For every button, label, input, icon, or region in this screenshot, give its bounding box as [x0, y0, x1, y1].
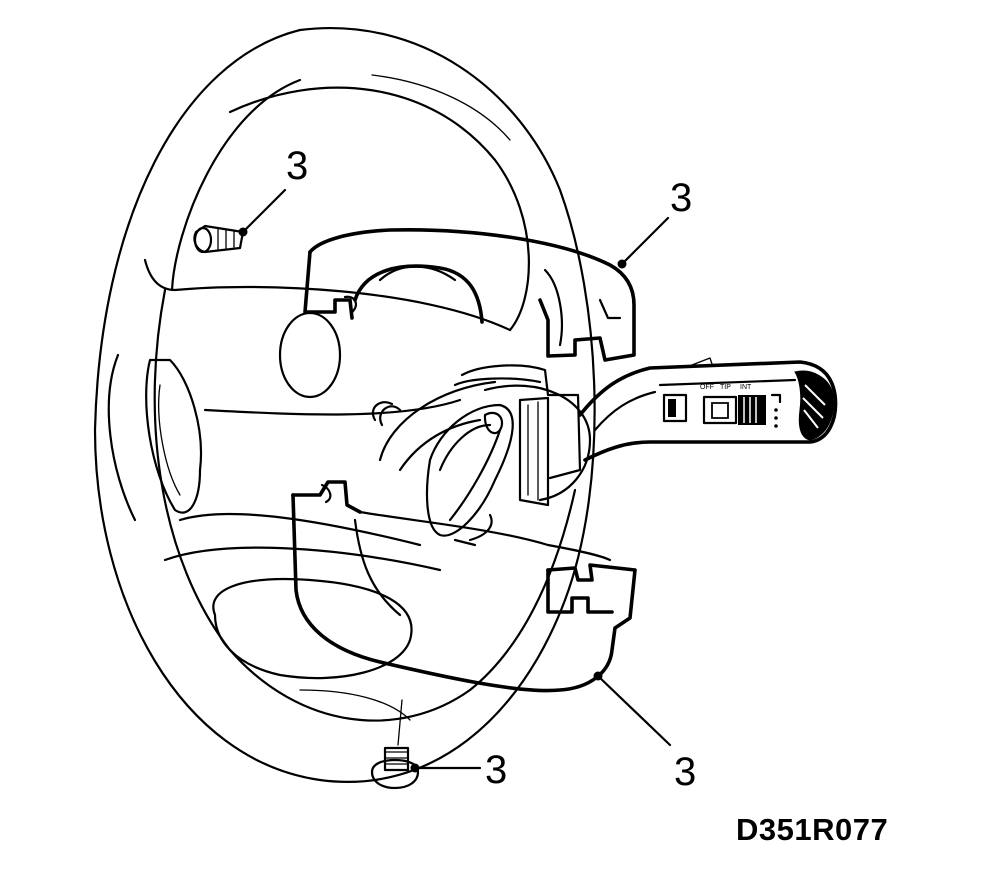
figure-code: D351R077: [736, 812, 889, 847]
lower-screw: [370, 699, 420, 790]
wiper-stalk-switch: OFF TIP INT: [578, 357, 838, 462]
callout-label-lower-shroud: 3: [674, 750, 697, 794]
steering-wheel-rim: [93, 27, 596, 783]
steering-wheel-hub: [107, 258, 512, 721]
upper-shroud: [303, 227, 636, 362]
wiper-mark-tip: TIP: [720, 384, 731, 391]
callout-leaders: [238, 188, 672, 773]
upper-screw: [193, 224, 245, 254]
callout-label-lower-screw: 3: [485, 748, 508, 792]
wiper-mark-off: OFF: [700, 384, 714, 391]
steering-column-body: [378, 364, 592, 542]
callout-label-upper-shroud: 3: [670, 176, 693, 220]
wiper-mark-int: INT: [740, 384, 752, 391]
callout-label-upper-screw: 3: [286, 144, 309, 188]
lower-shroud: [291, 480, 637, 693]
